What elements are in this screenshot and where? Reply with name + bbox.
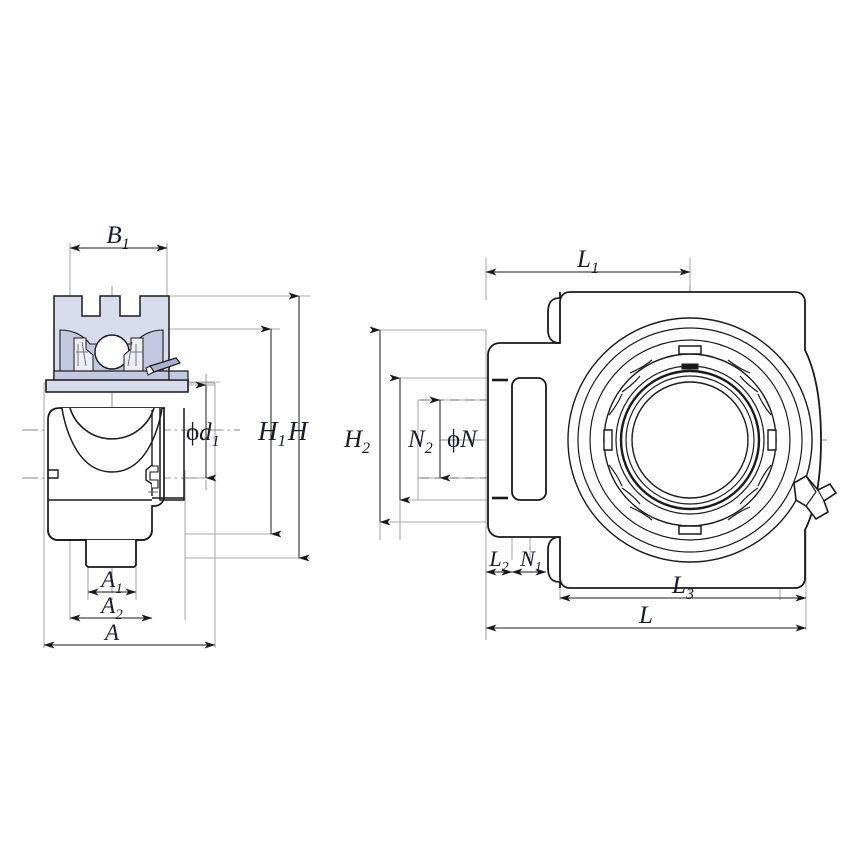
housing-bore-circle (69, 407, 155, 440)
dimension-label-l3: L3 (671, 572, 694, 603)
housing-bottom-left (47, 529, 86, 541)
housing-guide-rail (145, 408, 185, 501)
collar-slot-ring (603, 345, 777, 535)
grease-nipple (793, 474, 838, 521)
bearing-outer-ring-od (577, 327, 803, 553)
right-front-view: L1 H2 N2 ϕN L2 N1 L3 L (343, 246, 838, 640)
dimension-label-l2: L2 (488, 546, 508, 575)
housing-front-outline (487, 291, 822, 589)
set-screw-head (145, 365, 155, 376)
dimension-label-h2: H2 (343, 426, 370, 457)
left-side-view: B1 ϕd1 H1 H A1 A2 A (22, 222, 310, 649)
collar-slot-right (767, 429, 777, 451)
dimension-label-a2: A2 (99, 593, 123, 623)
housing-left-notch (48, 469, 59, 479)
housing-corner-bottom (547, 567, 561, 588)
housing-corner-top (547, 292, 561, 313)
inner-ring-bore-edge (625, 375, 755, 505)
dimension-label-l1: L1 (576, 246, 599, 277)
dimension-label-a: A (103, 620, 120, 645)
take-up-guide-slot (511, 377, 547, 501)
housing-foot-tongue (85, 540, 137, 568)
housing-bore-outer-circle (567, 317, 813, 563)
dimension-label-n1: N1 (519, 546, 542, 575)
collar-keyway-bottom (678, 525, 702, 535)
dimension-label-n2: N2 (407, 426, 433, 457)
housing-neck-fillet-top (547, 312, 561, 344)
left-dimension-lines (43, 244, 310, 649)
dimension-label-b1: B1 (106, 222, 129, 253)
housing-bottom-right (136, 529, 153, 541)
inner-ring-slot-marks (681, 363, 699, 370)
dimension-label-a1: A1 (99, 567, 122, 597)
shaft-bore (631, 381, 749, 499)
dimension-label-h1: H1 (257, 416, 286, 450)
dimension-label-l: L (638, 602, 653, 629)
housing-neck-fillet-bottom (547, 536, 561, 568)
collar-dash-slots (608, 359, 772, 521)
dimension-label-h: H (287, 416, 309, 446)
bearing-outer-ring-face (589, 339, 791, 541)
right-dimension-lines (369, 268, 807, 632)
inner-ring-shoulder (619, 369, 761, 511)
collar-keyway-top (678, 345, 702, 355)
collar-slot-left (603, 429, 613, 451)
dimension-label-phi-d1: ϕd1 (186, 419, 220, 450)
take-up-housing-side (47, 407, 185, 568)
bearing-insert-section (45, 295, 189, 393)
dimension-label-phi-n: ϕN (447, 426, 478, 453)
bearing-base-plate (45, 379, 189, 393)
bearing-seals (73, 337, 144, 372)
bearing-right-boss (168, 370, 189, 381)
